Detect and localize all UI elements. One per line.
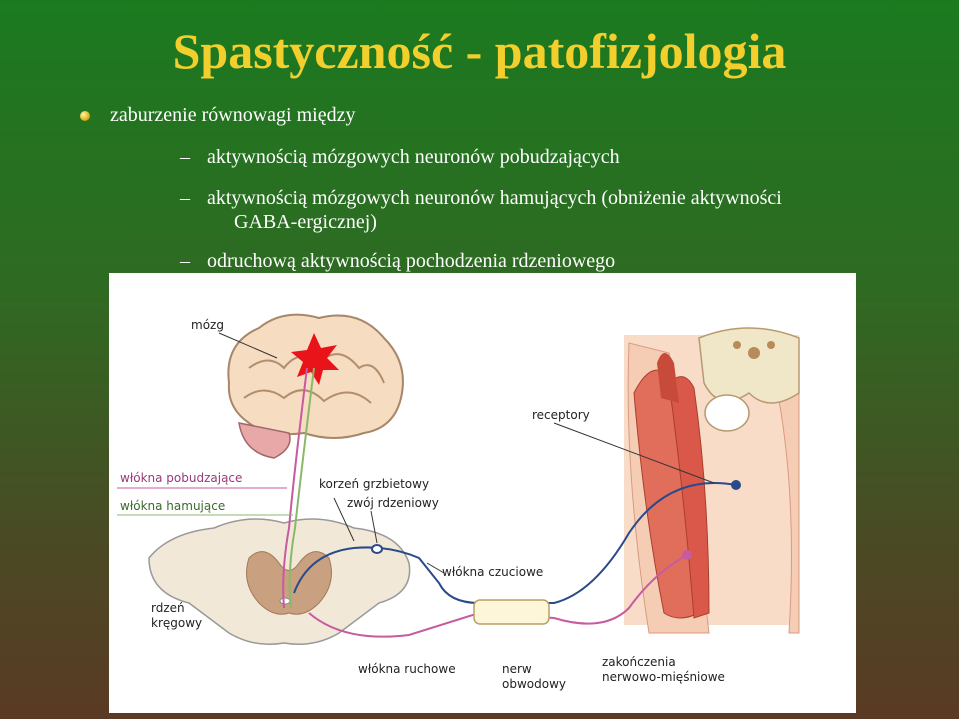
label-nerve-1: nerw (502, 662, 532, 676)
label-inhibitory-fibers: włókna hamujące (120, 499, 225, 513)
label-brain: mózg (191, 318, 224, 332)
lesion-icon (291, 333, 339, 385)
nm-ending-dot-icon (682, 550, 692, 560)
brain-illustration (227, 313, 404, 459)
label-receptors: receptory (532, 408, 590, 422)
subitem-text: aktywnością mózgowych neuronów pobudzają… (207, 146, 620, 168)
spasticity-diagram: mózg receptory włókna pobudzające włókna… (109, 273, 856, 713)
nerve-fibers (117, 332, 741, 638)
main-bullet-text: zaburzenie równowagi między (110, 104, 356, 126)
receptor-dot-icon (731, 480, 741, 490)
leg-illustration (624, 327, 800, 634)
label-nm-endings-1: zakończenia (602, 655, 676, 669)
diagram-svg: mózg receptory włókna pobudzające włókna… (117, 313, 800, 691)
label-excitatory-fibers: włókna pobudzające (120, 471, 242, 485)
label-nm-endings-2: nerwowo-mięśniowe (602, 670, 725, 684)
label-nerve-2: obwodowy (502, 677, 566, 691)
dash-icon: – (180, 187, 190, 209)
label-spinal-cord-2: kręgowy (151, 616, 202, 630)
dash-icon: – (180, 250, 190, 272)
slide-title: Spastyczność - patofizjologia (172, 23, 787, 79)
main-bullet: zaburzenie równowagi między (80, 104, 356, 127)
label-spinal-cord-1: rdzeń (151, 601, 185, 615)
ganglion-icon (371, 544, 383, 554)
label-motor-fibers: włókna ruchowe (358, 662, 456, 676)
subitem-text: GABA-ergicznej) (234, 211, 377, 233)
dash-icon: – (180, 146, 190, 168)
label-sensory-fibers: włókna czuciowe (442, 565, 543, 579)
subitem-text: aktywnością mózgowych neuronów hamującyc… (207, 187, 782, 209)
subitem-text: odruchową aktywnością pochodzenia rdzeni… (207, 250, 616, 272)
bullet-dot-icon (80, 111, 90, 121)
label-ganglion: zwój rdzeniowy (347, 496, 439, 510)
label-dorsal-root: korzeń grzbietowy (319, 477, 429, 491)
